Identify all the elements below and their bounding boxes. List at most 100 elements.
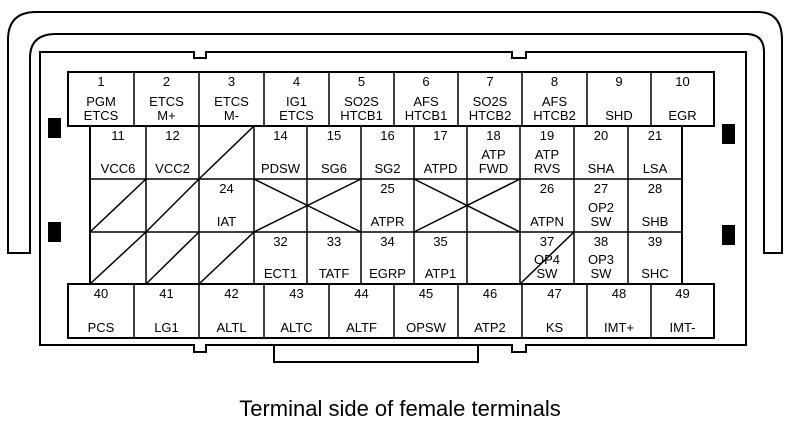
- left-latch-upper: [48, 118, 61, 138]
- terminal-signal-label: ETCS: [84, 108, 119, 123]
- terminal-signal-label: RVS: [534, 161, 561, 176]
- terminal-signal-label: TATF: [319, 266, 350, 281]
- terminal-number: 4: [293, 74, 300, 89]
- terminal-number: 14: [273, 128, 287, 143]
- terminal-number: 12: [165, 128, 179, 143]
- terminal-number: 43: [289, 286, 303, 301]
- terminal-number: 18: [486, 128, 500, 143]
- terminal-signal-label: PGM: [86, 94, 116, 109]
- terminal-signal-label: LG1: [154, 320, 179, 335]
- terminal-signal-label: OP4: [534, 252, 560, 267]
- terminal-signal-label: SG2: [374, 161, 400, 176]
- right-latch-lower: [722, 225, 735, 245]
- terminal-number: 45: [419, 286, 433, 301]
- terminal-number: 32: [273, 234, 287, 249]
- terminal-signal-label: ATPR: [371, 214, 405, 229]
- terminal-signal-label: ATP: [481, 147, 505, 162]
- left-latch-lower: [48, 222, 61, 242]
- terminal-signal-label: IAT: [217, 214, 236, 229]
- terminal-signal-label: SO2S: [473, 94, 508, 109]
- terminal-number: 40: [94, 286, 108, 301]
- terminal-signal-label: SO2S: [344, 94, 379, 109]
- terminal-signal-label: ALTL: [216, 320, 246, 335]
- terminal-signal-label: AFS: [542, 94, 568, 109]
- connector-bottom-key: [273, 345, 479, 363]
- terminal-number: 37: [540, 234, 554, 249]
- terminal-number: 6: [422, 74, 429, 89]
- terminal-number: 28: [648, 181, 662, 196]
- blank-cell-diagonal: [198, 231, 255, 285]
- terminal-signal-label: HTCB2: [469, 108, 512, 123]
- terminal-number: 44: [354, 286, 368, 301]
- terminal-signal-label: SW: [591, 266, 613, 281]
- terminal-number: 47: [547, 286, 561, 301]
- terminal-signal-label: EGR: [668, 108, 696, 123]
- terminal-number: 42: [224, 286, 238, 301]
- terminal-number: 1: [97, 74, 104, 89]
- terminal-signal-label: SHB: [642, 214, 669, 229]
- terminal-number: 8: [551, 74, 558, 89]
- terminal-signal-label: ECT1: [264, 266, 297, 281]
- terminal-signal-label: IG1: [286, 94, 307, 109]
- terminal-signal-label: ALTC: [280, 320, 312, 335]
- terminal-number: 41: [159, 286, 173, 301]
- terminal-number: 39: [648, 234, 662, 249]
- terminal-number: 27: [594, 181, 608, 196]
- terminal-signal-label: ATP: [535, 147, 559, 162]
- terminal-signal-label: PCS: [88, 320, 115, 335]
- terminal-number: 20: [594, 128, 608, 143]
- terminal-signal-label: LSA: [643, 161, 668, 176]
- terminal-signal-label: OP3: [588, 252, 614, 267]
- blank-cell-diagonal: [519, 231, 575, 285]
- terminal-signal-label: ATPD: [424, 161, 458, 176]
- blank-cell-diagonal: [145, 231, 200, 285]
- terminal-signal-label: VCC2: [155, 161, 190, 176]
- terminal-signal-label: AFS: [413, 94, 439, 109]
- terminal-number: 17: [433, 128, 447, 143]
- terminal-signal-label: IMT-: [670, 320, 696, 335]
- terminal-signal-label: OPSW: [406, 320, 446, 335]
- terminal-signal-label: HTCB1: [340, 108, 383, 123]
- terminal-signal-label: IMT+: [604, 320, 634, 335]
- connector-outer-shell: [7, 11, 783, 254]
- terminal-signal-label: M-: [224, 108, 239, 123]
- terminal-signal-label: PDSW: [261, 161, 301, 176]
- blocked-cell-cross: [253, 178, 362, 233]
- terminal-number: 38: [594, 234, 608, 249]
- terminal-signal-label: HTCB2: [533, 108, 576, 123]
- right-latch-upper: [722, 124, 735, 144]
- terminal-signal-label: SHD: [605, 108, 632, 123]
- terminal-number: 46: [483, 286, 497, 301]
- terminal-signal-label: SHC: [641, 266, 668, 281]
- terminal-signal-label: SW: [537, 266, 559, 281]
- terminal-number: 9: [615, 74, 622, 89]
- terminal-signal-label: VCC6: [101, 161, 136, 176]
- terminal-signal-label: ATP2: [474, 320, 506, 335]
- terminal-signal-label: ETCS: [149, 94, 184, 109]
- terminal-number: 15: [327, 128, 341, 143]
- terminal-number: 35: [433, 234, 447, 249]
- terminal-grid-row5: [67, 283, 715, 339]
- terminal-signal-label: ATPN: [530, 214, 564, 229]
- terminal-signal-label: M+: [157, 108, 175, 123]
- terminal-number: 24: [219, 181, 233, 196]
- terminal-signal-label: FWD: [479, 161, 509, 176]
- diagram-caption: Terminal side of female terminals: [239, 396, 561, 421]
- terminal-number: 11: [111, 128, 125, 143]
- blank-cell-diagonal: [89, 178, 147, 233]
- blank-cell-diagonal: [89, 231, 147, 285]
- terminal-signal-label: ATP1: [425, 266, 457, 281]
- connector-diagram: 1PGMETCS2ETCSM+3ETCSM-4IG1ETCS5SO2SHTCB1…: [7, 11, 783, 363]
- blank-cell-diagonal: [198, 125, 255, 180]
- terminal-number: 5: [358, 74, 365, 89]
- blank-cell-diagonal: [145, 178, 200, 233]
- terminal-number: 16: [380, 128, 394, 143]
- terminal-signal-label: SHA: [588, 161, 615, 176]
- terminal-number: 7: [486, 74, 493, 89]
- blocked-cell-cross: [413, 178, 521, 233]
- terminal-signal-label: HTCB1: [405, 108, 448, 123]
- connector-inner-body: [39, 51, 747, 353]
- terminal-number: 21: [648, 128, 662, 143]
- terminal-signal-label: SG6: [321, 161, 347, 176]
- terminal-signal-label: ETCS: [214, 94, 249, 109]
